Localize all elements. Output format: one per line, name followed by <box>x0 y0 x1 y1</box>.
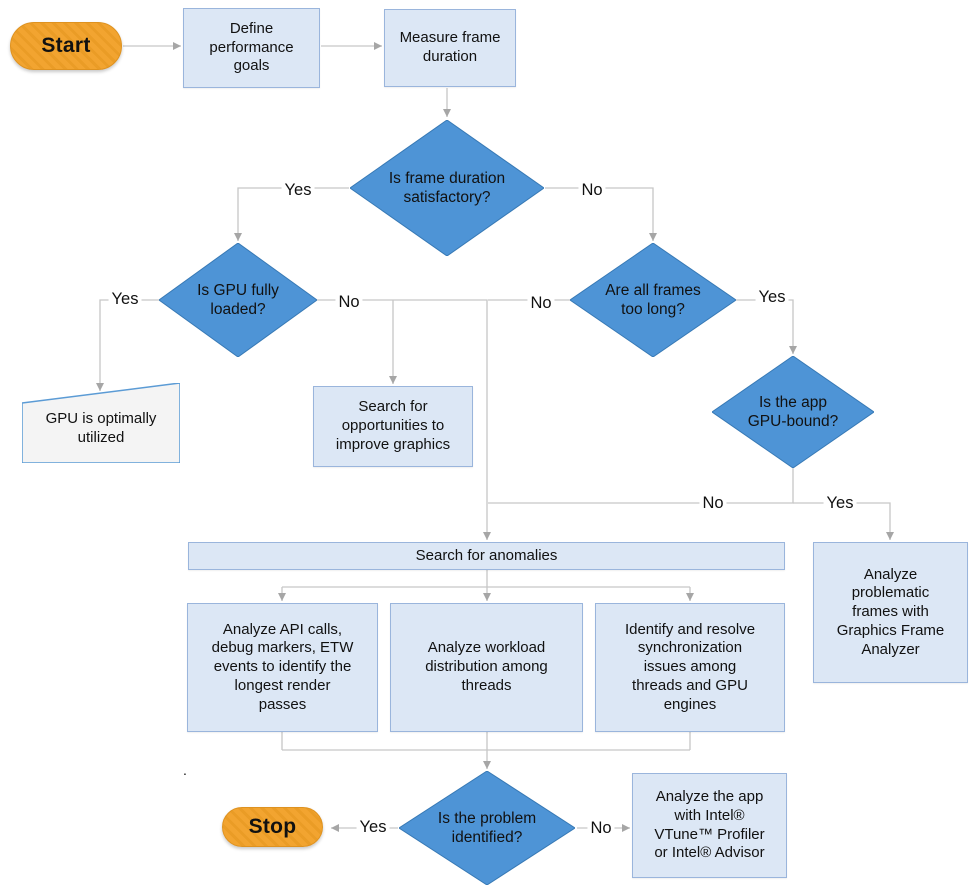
edge-gpuloaded-no-anomalies <box>317 299 491 540</box>
start-label: Start <box>41 34 91 57</box>
diamond-shape-icon <box>570 243 736 357</box>
process-search-opportunities: Search for opportunities to improve grap… <box>313 386 473 467</box>
stop-label: Stop <box>248 815 297 838</box>
process-analyze-vtune-label: Analyze the app with Intel® VTune™ Profi… <box>654 788 765 862</box>
process-analyze-api-label: Analyze API calls, debug markers, ETW ev… <box>211 620 354 713</box>
result-gpu-optimal: GPU is optimally utilized <box>22 383 180 463</box>
start-terminator: Start <box>10 22 122 70</box>
edge-label-problem-yes: Yes <box>356 817 390 837</box>
edge-gpuloaded-yes-optimal <box>96 299 159 391</box>
process-define-goals: Define performance goals <box>183 8 320 88</box>
edge-label-gpu-bound-no: No <box>699 493 727 513</box>
edge-label-frame-yes: Yes <box>281 180 315 200</box>
process-measure-frame: Measure frame duration <box>384 9 516 87</box>
diamond-shape-icon <box>399 771 575 885</box>
edge-label-gpu-bound-yes: Yes <box>823 493 857 513</box>
diamond-shape-icon <box>159 243 317 357</box>
process-analyze-frames-label: Analyze problematic frames with Graphics… <box>836 565 945 658</box>
edge-label-gpu-loaded-no: No <box>335 292 363 312</box>
stop-terminator: Stop <box>222 807 323 847</box>
process-search-anomalies: Search for anomalies <box>188 542 785 570</box>
decision-gpu-loaded-label: Is GPU fully loaded? <box>197 281 279 318</box>
process-analyze-workload: Analyze workload distribution among thre… <box>390 603 583 732</box>
process-search-anomalies-label: Search for anomalies <box>415 546 558 564</box>
result-gpu-optimal-label: GPU is optimally utilized <box>45 410 157 446</box>
decision-gpu-loaded: Is GPU fully loaded? <box>159 243 317 357</box>
decision-problem-identified-label: Is the problem identified? <box>437 809 537 846</box>
process-analyze-workload-label: Analyze workload distribution among thre… <box>425 639 548 694</box>
decision-frame-satisfactory-label: Is frame duration satisfactory? <box>388 169 506 206</box>
decision-frames-too-long-label: Are all frames too long? <box>605 281 701 318</box>
diamond-shape-icon <box>350 120 544 256</box>
decision-problem-identified: Is the problem identified? <box>399 771 575 885</box>
decision-gpu-bound: Is the app GPU-bound? <box>712 356 874 468</box>
edge-label-frame-no: No <box>578 180 606 200</box>
decision-frames-too-long: Are all frames too long? <box>570 243 736 357</box>
edge-gpubound-no-join <box>488 468 794 504</box>
edge-label-problem-no: No <box>587 818 615 838</box>
edge-label-gpu-loaded-yes: Yes <box>108 289 142 309</box>
process-search-opportunities-label: Search for opportunities to improve grap… <box>335 398 451 453</box>
edge-frameslong-yes-gpubound <box>736 299 797 354</box>
process-measure-frame-label: Measure frame duration <box>399 29 501 65</box>
process-analyze-vtune: Analyze the app with Intel® VTune™ Profi… <box>632 773 787 878</box>
diamond-shape-icon <box>712 356 874 468</box>
edge-label-frames-long-yes: Yes <box>755 287 789 307</box>
edge-label-frames-long-no: No <box>527 293 555 313</box>
process-analyze-api: Analyze API calls, debug markers, ETW ev… <box>187 603 378 732</box>
process-analyze-frames: Analyze problematic frames with Graphics… <box>813 542 968 683</box>
card-shape-icon <box>22 383 180 463</box>
decision-frame-satisfactory: Is frame duration satisfactory? <box>350 120 544 256</box>
process-identify-sync: Identify and resolve synchronization iss… <box>595 603 785 732</box>
stray-dot: . <box>183 762 187 778</box>
process-identify-sync-label: Identify and resolve synchronization iss… <box>624 620 756 713</box>
decision-gpu-bound-label: Is the app GPU-bound? <box>747 393 839 430</box>
process-define-goals-label: Define performance goals <box>209 19 294 75</box>
